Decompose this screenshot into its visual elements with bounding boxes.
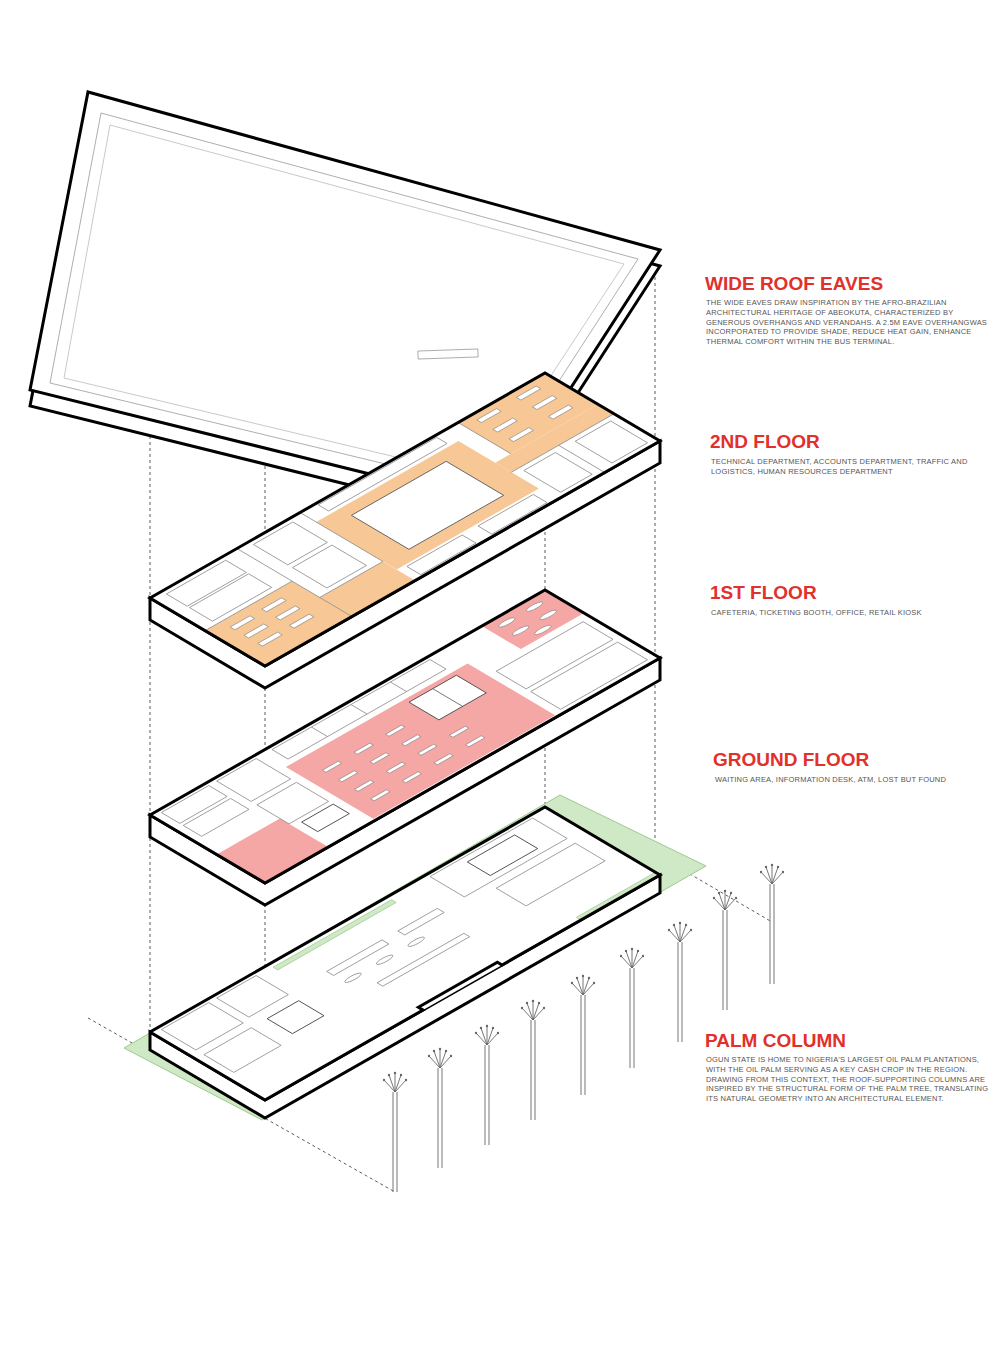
table [434, 754, 453, 765]
table [402, 772, 421, 783]
stair-core [267, 1001, 324, 1034]
table [386, 762, 405, 773]
table [466, 736, 485, 747]
palm-column [383, 1072, 407, 1192]
kiosk [406, 936, 426, 948]
table [354, 743, 373, 754]
section-heading: PALM COLUMN [705, 1030, 846, 1052]
palm-column [668, 922, 692, 1042]
room [217, 976, 289, 1018]
room [161, 1003, 243, 1050]
palm-column [475, 1025, 499, 1145]
desk [276, 606, 300, 620]
stair-line [433, 689, 463, 707]
ground-floor-outline [150, 807, 660, 1100]
desk [289, 614, 313, 628]
room [318, 437, 447, 511]
section-note: THE WIDE EAVES DRAW INSPIRATION BY THE A… [706, 298, 991, 347]
wall [390, 682, 406, 692]
room [183, 798, 249, 836]
palm-column [760, 864, 784, 984]
room [189, 574, 271, 621]
room [430, 818, 567, 897]
room [217, 759, 291, 802]
table [510, 625, 530, 637]
counter [398, 908, 444, 935]
table [418, 744, 437, 755]
section-note: WAITING AREA, INFORMATION DESK, ATM, LOS… [715, 775, 990, 785]
section-heading: 2ND FLOOR [710, 431, 820, 453]
room [292, 545, 366, 588]
counter [377, 933, 470, 986]
counter [327, 940, 389, 976]
projection-line [150, 430, 151, 1040]
section-heading: GROUND FLOOR [713, 749, 869, 771]
projection-line [655, 265, 656, 875]
desk [230, 616, 254, 630]
desk [549, 405, 573, 419]
room [204, 1028, 281, 1073]
table [386, 725, 405, 736]
kiosk [343, 972, 363, 984]
atrium-void [351, 461, 503, 549]
desk [509, 428, 533, 442]
desk [532, 396, 556, 410]
stair-core [409, 675, 486, 720]
table [524, 601, 544, 613]
corridor-zone [495, 404, 614, 472]
cafeteria-zone [482, 590, 584, 649]
roof-eave-line [64, 125, 624, 478]
floor-ground [150, 807, 660, 1100]
planter [576, 872, 660, 920]
wall [300, 513, 383, 562]
room [496, 622, 613, 689]
office-zone [458, 373, 598, 454]
table [497, 617, 517, 629]
stair-core [302, 804, 350, 832]
table [533, 624, 553, 636]
lawn [124, 795, 706, 1120]
planter [273, 900, 396, 970]
floor-plan [150, 807, 660, 1100]
wall [320, 561, 383, 597]
table [538, 609, 558, 621]
roof-eave-line [50, 113, 638, 489]
table [449, 726, 468, 737]
wall [351, 705, 367, 715]
section-note: OGUN STATE IS HOME TO NIGERIA'S LARGEST … [706, 1055, 994, 1104]
palm-column [713, 890, 737, 1010]
palm-column [428, 1048, 452, 1168]
tables [283, 601, 631, 801]
roof-detail [418, 349, 478, 359]
room [407, 535, 476, 575]
desk [493, 418, 517, 432]
stair-core [467, 835, 537, 876]
palm-column [521, 1000, 545, 1120]
ground-floor [124, 795, 706, 1120]
table [355, 780, 374, 791]
table [371, 790, 390, 801]
table [402, 735, 421, 746]
section-note: TECHNICAL DEPARTMENT, ACCOUNTS DEPARTMEN… [711, 457, 986, 477]
table [370, 753, 389, 764]
table [339, 771, 358, 782]
table [322, 761, 341, 772]
room [272, 660, 446, 760]
wall [311, 727, 327, 737]
desk [244, 624, 268, 638]
section-note: CAFETERIA, TICKETING BOOTH, OFFICE, RETA… [711, 608, 986, 618]
section-heading: WIDE ROOF EAVES [705, 273, 883, 295]
section-heading: 1ST FLOOR [710, 582, 817, 604]
desk [258, 632, 282, 646]
palm-column [620, 948, 644, 1068]
palm-column [571, 975, 595, 1095]
palm-columns [383, 864, 784, 1192]
kiosk [374, 954, 394, 966]
wall [511, 414, 614, 473]
room [478, 494, 547, 534]
room [253, 522, 327, 565]
desk [262, 598, 286, 612]
